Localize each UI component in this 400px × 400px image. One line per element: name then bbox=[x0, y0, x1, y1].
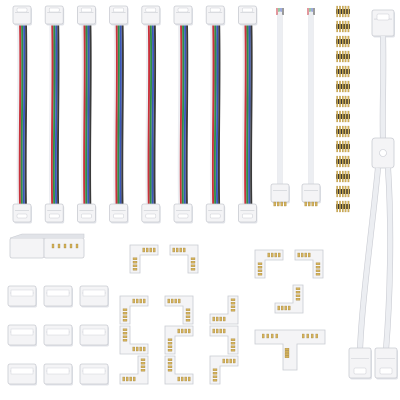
jumper-cable bbox=[205, 5, 226, 224]
pin-header bbox=[336, 50, 350, 63]
y-splitter-junction bbox=[371, 137, 395, 169]
pigtail-housing bbox=[301, 183, 321, 204]
l-corner-connector bbox=[254, 249, 284, 279]
straight-clip bbox=[79, 285, 109, 308]
l-corner-connector bbox=[119, 355, 149, 385]
jumper-cable bbox=[77, 5, 97, 224]
pigtail-connector bbox=[301, 8, 321, 207]
pin-header bbox=[336, 155, 350, 168]
jumper-cable bbox=[173, 5, 193, 224]
l-corner-connector bbox=[129, 244, 159, 274]
pin-header bbox=[336, 140, 350, 153]
pin-header bbox=[336, 110, 350, 123]
pin-header bbox=[336, 5, 350, 18]
l-corner-connector bbox=[294, 249, 324, 279]
l-corner-connector bbox=[209, 295, 239, 325]
straight-clip bbox=[43, 324, 73, 347]
l-corner-connector bbox=[274, 284, 304, 314]
jumper-cable bbox=[109, 5, 129, 224]
straight-clip-group bbox=[7, 233, 109, 386]
jumper-cable bbox=[44, 5, 65, 224]
pin-header bbox=[336, 170, 350, 183]
t-connector bbox=[254, 329, 326, 371]
pin-header bbox=[336, 20, 350, 33]
jumper-cable bbox=[237, 5, 258, 224]
pigtail-housing bbox=[270, 183, 290, 204]
straight-clip bbox=[79, 363, 109, 386]
jumper-cable bbox=[141, 5, 161, 224]
straight-clip bbox=[43, 363, 73, 386]
jumper-cable bbox=[12, 5, 32, 224]
l-corner-connector bbox=[169, 244, 199, 274]
jumper-cable-group bbox=[12, 5, 258, 224]
pin-header bbox=[336, 65, 350, 78]
y-splitter-cable bbox=[348, 9, 398, 380]
straight-clip bbox=[79, 324, 109, 347]
l-corner-connector bbox=[164, 325, 194, 355]
l-corner-connector bbox=[209, 355, 239, 385]
pigtail-connector-group bbox=[270, 8, 321, 207]
pin-header bbox=[336, 185, 350, 198]
pin-header bbox=[336, 200, 350, 213]
l-corner-connector-group bbox=[119, 244, 324, 385]
l-corner-connector bbox=[164, 295, 194, 325]
straight-clip bbox=[7, 285, 37, 308]
l-corner-connector bbox=[119, 325, 149, 355]
pin-header bbox=[336, 80, 350, 93]
y-splitter-right-plug bbox=[374, 347, 398, 380]
straight-clip bbox=[7, 363, 37, 386]
l-corner-connector bbox=[209, 325, 239, 355]
pin-header bbox=[336, 125, 350, 138]
large-straight-clip bbox=[9, 233, 85, 259]
pin-header bbox=[336, 35, 350, 48]
y-splitter-left-plug bbox=[348, 347, 372, 380]
straight-clip bbox=[7, 324, 37, 347]
pin-header bbox=[336, 95, 350, 108]
straight-clip bbox=[43, 285, 73, 308]
pigtail-connector bbox=[270, 8, 290, 207]
pin-header-group bbox=[336, 5, 350, 213]
l-corner-connector bbox=[164, 355, 194, 385]
l-corner-connector bbox=[119, 295, 149, 325]
